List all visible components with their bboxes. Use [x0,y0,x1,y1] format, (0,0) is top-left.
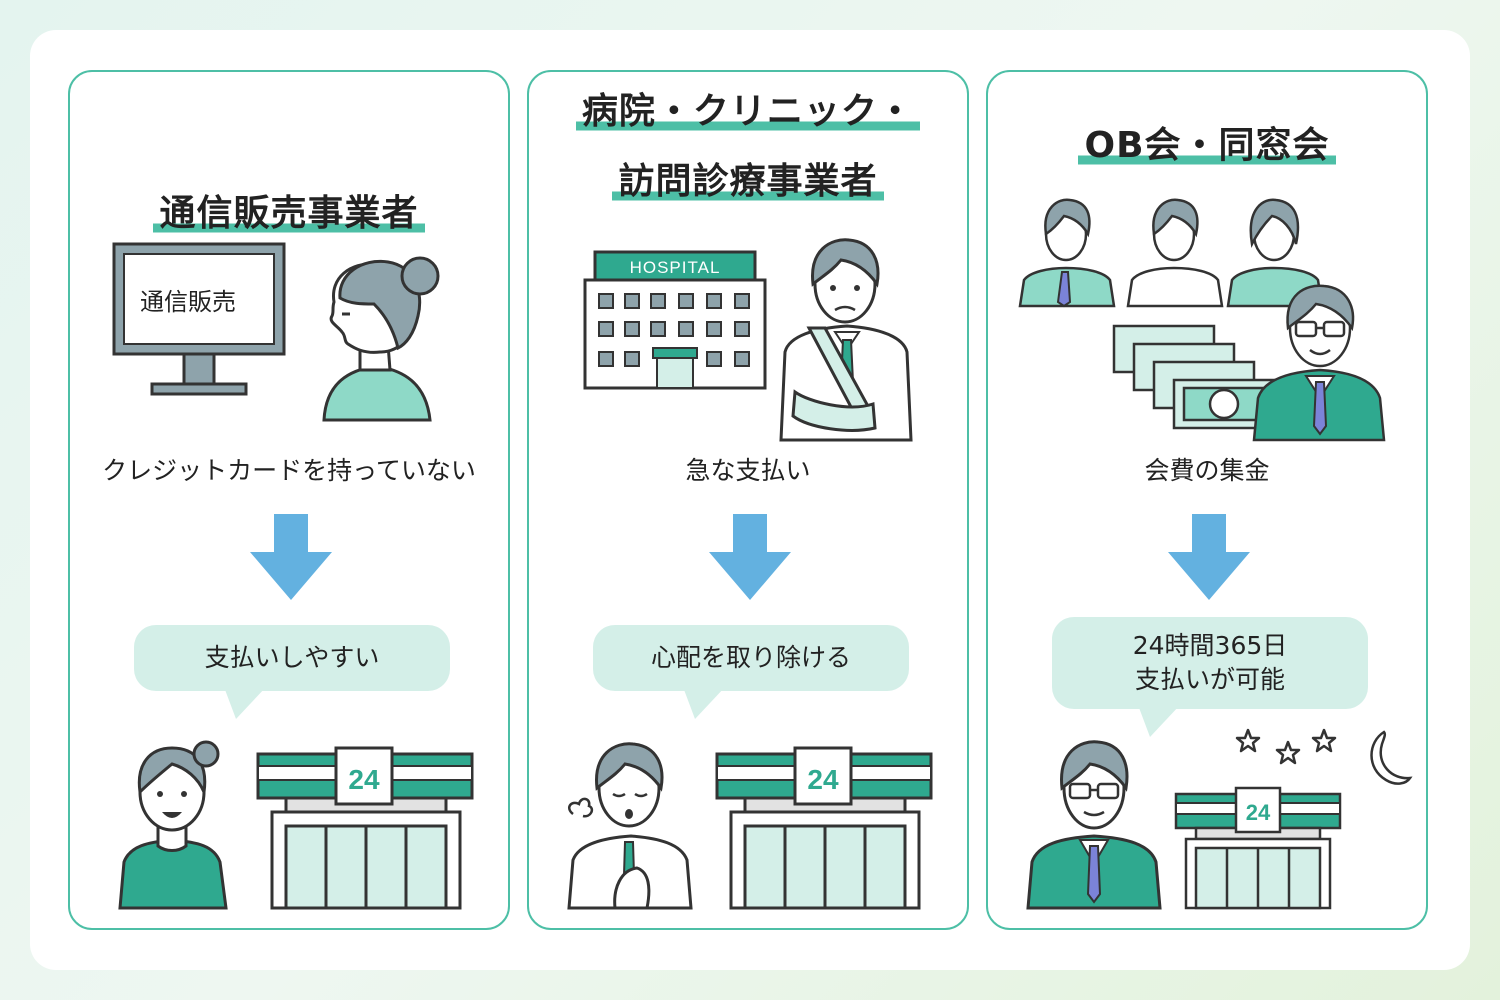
panel-alumni: OB会・同窓会 会費の集 [986,70,1428,930]
convenience-store-icon: 24 [1174,786,1342,910]
store-sign-24: 24 [1246,800,1271,825]
star-icon [1311,728,1337,753]
woman-profile-icon [322,256,440,422]
speech-bubble: 支払いしやすい [134,625,450,719]
monitor-screen-text: 通信販売 [140,288,236,316]
bubble-text: 支払いしやすい [204,643,380,672]
panel-title-line: 通信販売事業者 [153,192,425,236]
panel-caption: 会費の集金 [1144,456,1270,485]
panel-title: 通信販売事業者 [70,192,508,236]
store-sign-24: 24 [348,764,380,795]
panel-title-line: 訪問診療事業者 [612,160,884,204]
computer-monitor-icon [112,242,286,396]
panel-title: OB会・同窓会 [988,124,1426,168]
speech-bubble: 心配を取り除ける [593,625,909,719]
hospital-sign: HOSPITAL [630,258,721,277]
panel-hospital: 病院・クリニック・ 訪問診療事業者 HOSPITAL 急な支払い 心配を取り除 [527,70,969,930]
panel-mail-order: 通信販売事業者 通信販売 クレジットカードを持っていない 支払いしやすい [68,70,510,930]
panel-caption: クレジットカードを持っていない [102,456,476,485]
down-arrow-icon [1168,514,1250,600]
convenience-store-icon: 24 [256,746,474,910]
store-sign-24: 24 [807,764,839,795]
night-sky-icon [1235,728,1413,785]
star-icon [1275,740,1301,765]
relieved-man-icon [567,742,693,910]
panel-caption: 急な支払い [685,456,811,485]
crescent-moon-icon [1370,730,1413,785]
down-arrow-icon [250,514,332,600]
injured-man-icon [779,238,913,442]
people-group-and-banknotes-icon [1018,198,1386,442]
convenience-store-icon: 24 [715,746,933,910]
man-with-glasses-icon [1026,740,1162,910]
smiling-woman-icon [118,740,228,910]
panel-title-second: 訪問診療事業者 [529,160,967,204]
down-arrow-icon [709,514,791,600]
panel-title: 病院・クリニック・ [529,90,967,134]
bubble-text: 心配を取り除ける [650,643,851,672]
bubble-tail [224,687,266,719]
panel-title-line: OB会・同窓会 [1078,124,1336,168]
bubble-tail [683,687,725,719]
bubble-text-line2: 支払いが可能 [1134,665,1285,694]
hospital-building-icon: HOSPITAL [583,250,767,390]
bubble-text-line1: 24時間365日 [1132,631,1288,660]
star-icon [1235,728,1261,753]
speech-bubble: 24時間365日 支払いが可能 [1052,617,1368,737]
bubble-tail [1138,705,1180,737]
panel-title-line: 病院・クリニック・ [575,90,921,134]
